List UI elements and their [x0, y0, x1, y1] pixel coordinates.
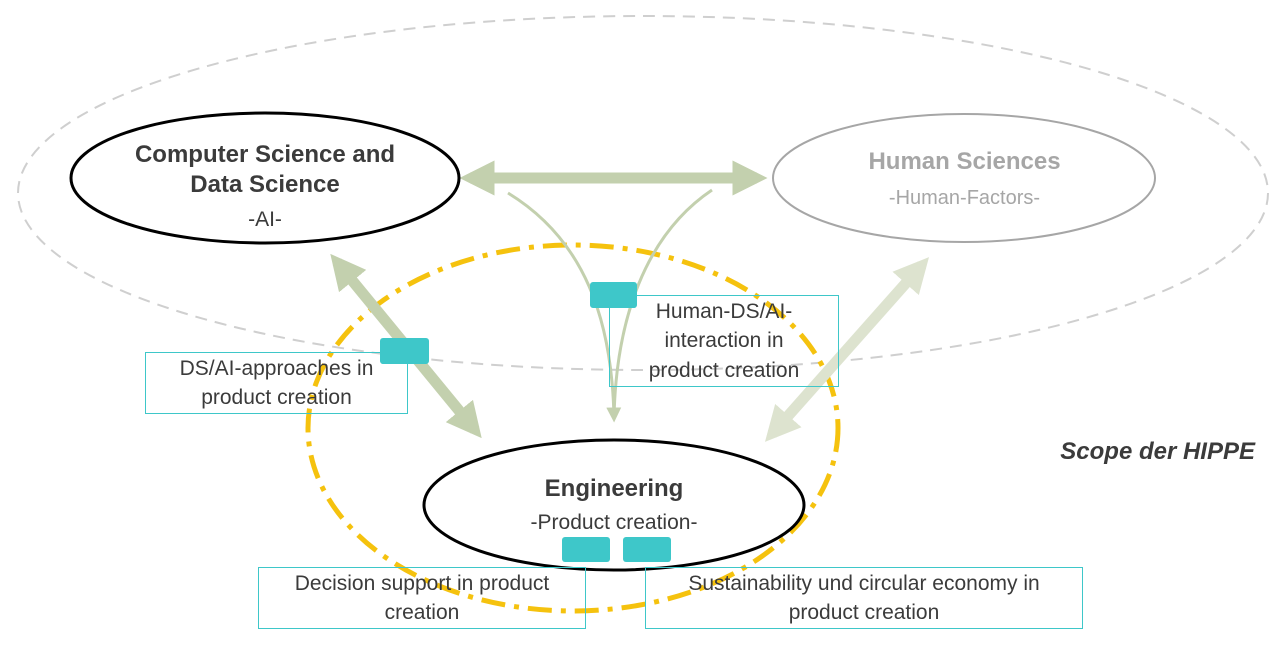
human-sciences-node — [772, 113, 1156, 243]
tab-marker-human — [590, 282, 637, 308]
topic-human-line2: interaction in — [664, 329, 784, 353]
topic-human-dsai-interaction: Human-DS/AI- interaction in product crea… — [609, 295, 839, 387]
tab-marker-sustainability — [623, 537, 671, 562]
topic-dsai-line1: DS/AI-approaches in — [179, 356, 374, 380]
computer-science-node — [69, 111, 461, 245]
curve-cs-to-engineering — [507, 191, 622, 423]
computer-science-title: Computer Science and Data Science — [70, 140, 460, 200]
scope-label: Scope der HIPPE — [1060, 438, 1255, 465]
human-sciences-subtitle: -Human-Factors- — [888, 187, 1041, 209]
topic-sustain-line1: Sustainability und circular economy in — [688, 571, 1040, 595]
computer-science-title-line1: Computer Science and — [134, 141, 396, 168]
topic-decision-line2: creation — [384, 601, 460, 624]
topic-human-line1: Human-DS/AI- — [655, 299, 793, 323]
topic-sustain-line2: product creation — [788, 601, 940, 624]
topic-human-line3: product creation — [648, 358, 800, 382]
arrow-human-to-engineering — [764, 257, 930, 442]
computer-science-subtitle: -AI- — [248, 208, 282, 231]
tab-marker-dsai — [380, 338, 429, 364]
engineering-node — [422, 438, 806, 572]
topic-sustainability: Sustainability und circular economy in p… — [645, 567, 1083, 629]
topic-dsai-line2: product creation — [201, 386, 352, 409]
engineering-subtitle: -Product creation- — [530, 511, 698, 534]
scope-boundary-ellipse — [17, 15, 1269, 371]
curve-human-to-engineering — [612, 188, 713, 419]
topic-decision-support: Decision support in product creation — [258, 567, 586, 629]
tab-marker-decision — [562, 537, 610, 562]
topic-dsai-approaches: DS/AI-approaches in product creation — [145, 352, 408, 414]
computer-science-title-line2: Data Science — [190, 171, 340, 198]
topic-decision-line1: Decision support in product — [294, 571, 550, 595]
engineering-title: Engineering — [544, 475, 684, 502]
human-sciences-title: Human Sciences — [868, 148, 1061, 175]
